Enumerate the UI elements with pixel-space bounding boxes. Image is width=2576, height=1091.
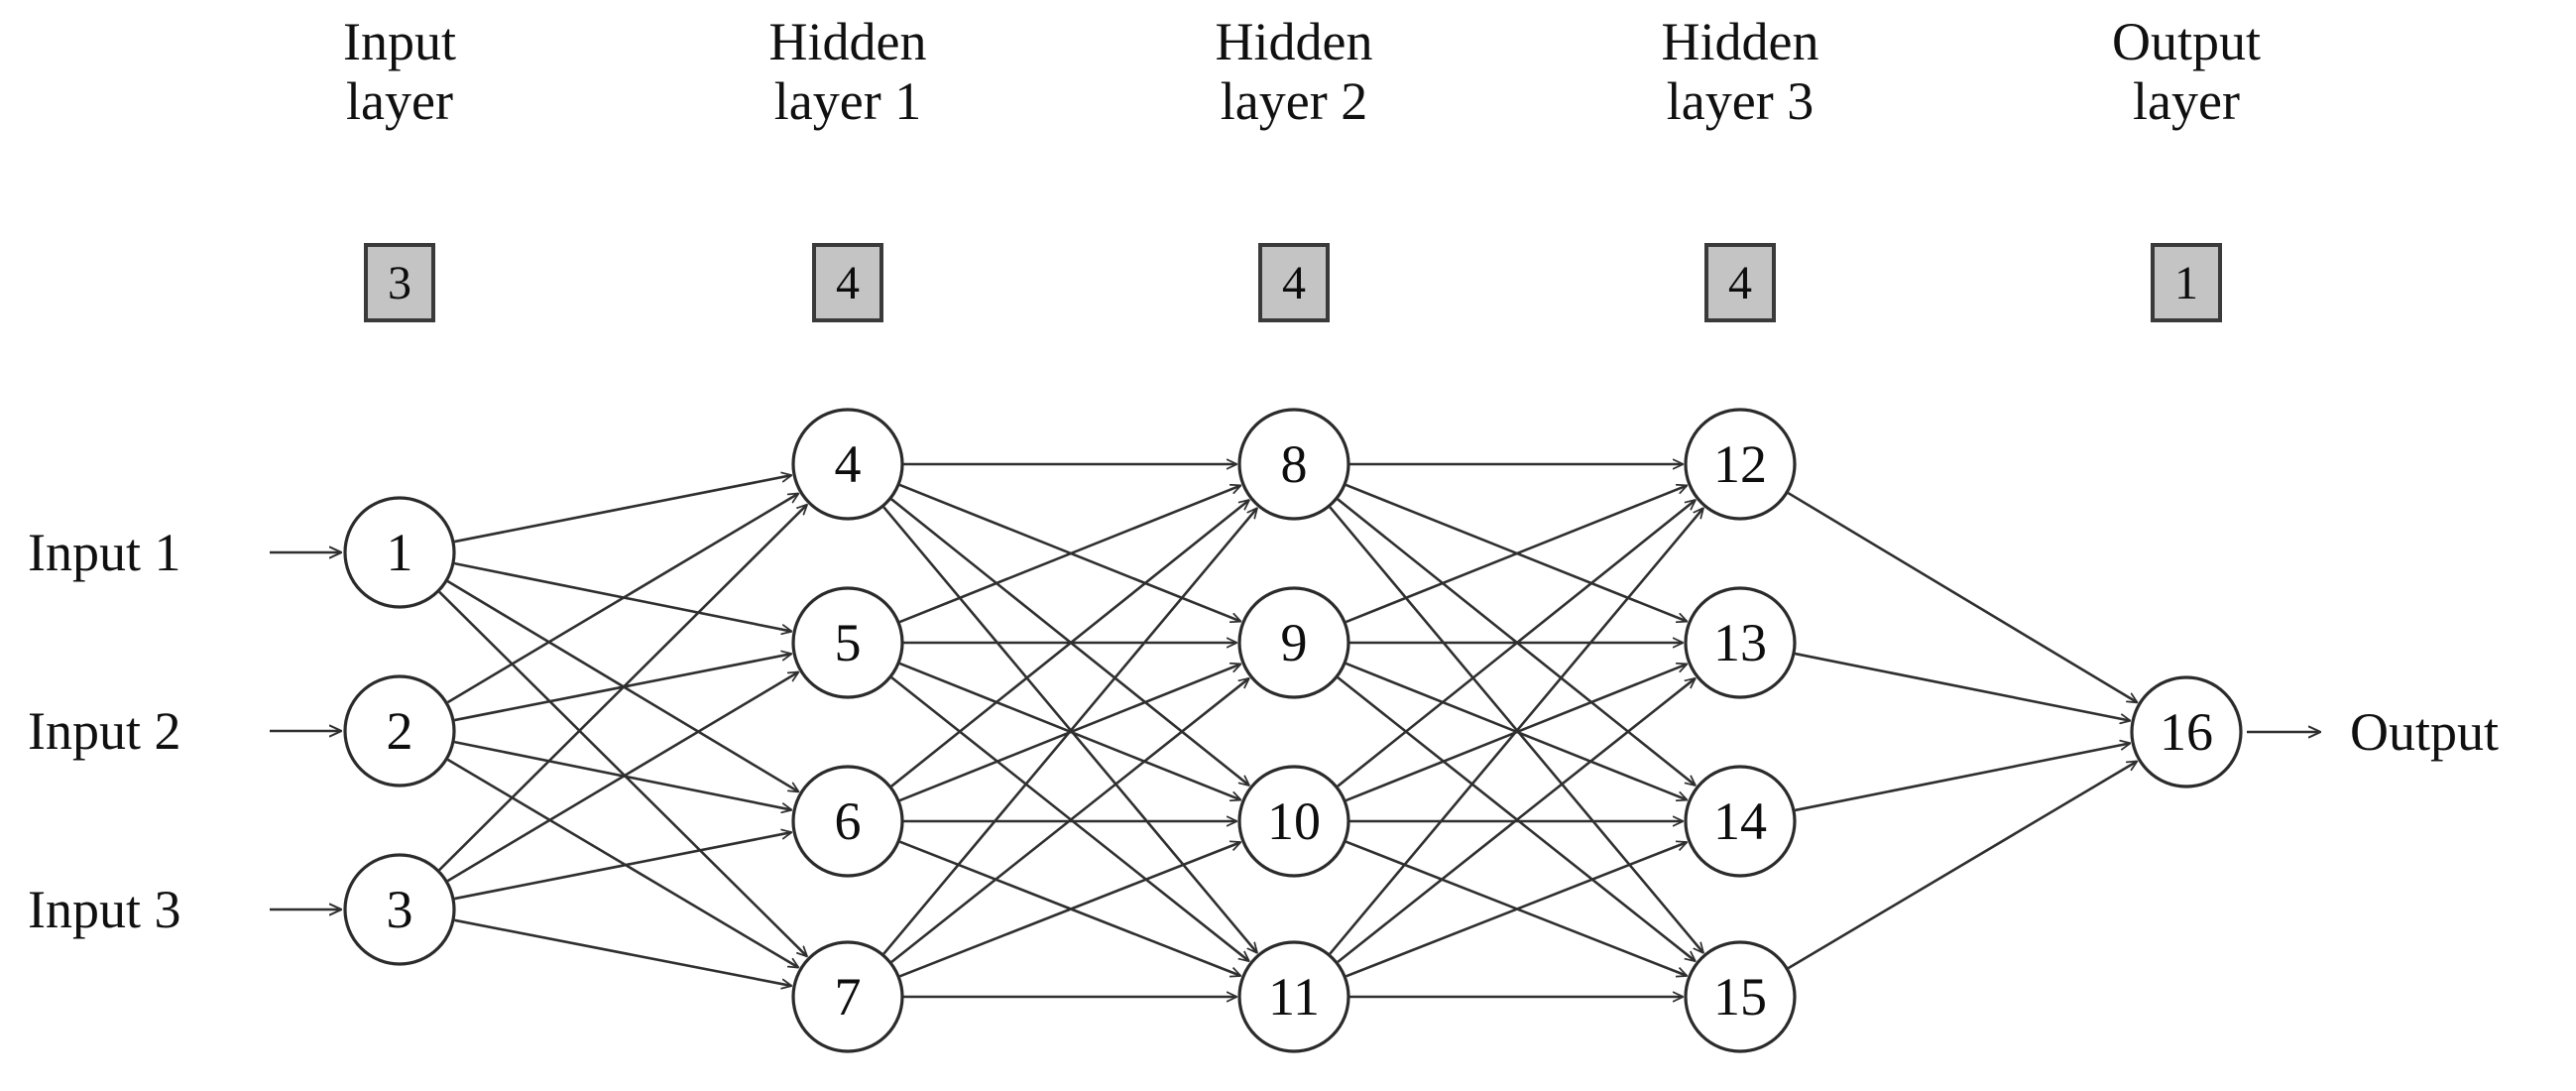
edge-1-4 xyxy=(454,475,791,544)
neuron-node-15[interactable]: 15 xyxy=(1684,940,1797,1053)
neuron-circle-6 xyxy=(791,765,904,878)
edge-2-7 xyxy=(446,758,799,968)
neuron-node-9[interactable]: 9 xyxy=(1237,586,1350,699)
neuron-circle-1 xyxy=(343,496,456,609)
neuron-node-7[interactable]: 7 xyxy=(791,940,904,1053)
io-arrow-group xyxy=(270,552,2320,909)
layer-header-line2-hidden1: layer 1 xyxy=(773,71,922,131)
neuron-circle-7 xyxy=(791,940,904,1053)
edge-14-16 xyxy=(1795,743,2130,812)
neuron-node-5[interactable]: 5 xyxy=(791,586,904,699)
neuron-circle-15 xyxy=(1684,940,1797,1053)
neuron-circle-3 xyxy=(343,853,456,966)
layer-header-line1-hidden3: Hidden xyxy=(1661,12,1819,71)
edge-7-9 xyxy=(890,678,1248,963)
edge-3-4 xyxy=(438,505,807,872)
layer-count-badge-hidden1: 4 xyxy=(812,243,883,322)
edge-7-10 xyxy=(899,842,1240,978)
layer-header-line1-input: Input xyxy=(343,12,456,71)
neuron-label-16: 16 xyxy=(2160,702,2213,762)
layer-header-line1-hidden1: Hidden xyxy=(768,12,927,71)
neuron-node-4[interactable]: 4 xyxy=(791,408,904,521)
neuron-node-6[interactable]: 6 xyxy=(791,765,904,878)
neuron-label-8: 8 xyxy=(1281,434,1308,494)
edge-5-8 xyxy=(898,486,1240,624)
layer-count-badge-hidden2: 4 xyxy=(1258,243,1330,322)
layer-count-badge-input: 3 xyxy=(364,243,435,322)
neuron-node-13[interactable]: 13 xyxy=(1684,586,1797,699)
edge-group xyxy=(438,464,2138,997)
neuron-label-5: 5 xyxy=(835,613,862,672)
neuron-label-7: 7 xyxy=(835,967,862,1027)
input-label-1: Input 1 xyxy=(28,523,181,582)
neuron-node-2[interactable]: 2 xyxy=(343,674,456,788)
neuron-node-8[interactable]: 8 xyxy=(1237,408,1350,521)
neuron-label-1: 1 xyxy=(387,523,413,582)
neuron-node-1[interactable]: 1 xyxy=(343,496,456,609)
neuron-label-15: 15 xyxy=(1713,967,1767,1027)
edge-7-8 xyxy=(882,508,1256,955)
neuron-label-12: 12 xyxy=(1713,434,1767,494)
edge-15-16 xyxy=(1787,762,2138,970)
edge-3-6 xyxy=(454,832,791,901)
neuron-circle-10 xyxy=(1237,765,1350,878)
neuron-node-10[interactable]: 10 xyxy=(1237,765,1350,878)
neuron-circle-9 xyxy=(1237,586,1350,699)
output-label-1: Output xyxy=(2350,702,2500,762)
edge-1-7 xyxy=(438,590,807,956)
layer-header-line1-hidden2: Hidden xyxy=(1215,12,1373,71)
neuron-label-2: 2 xyxy=(387,701,413,761)
layer-count-badge-output: 1 xyxy=(2151,243,2222,322)
edge-11-12 xyxy=(1329,508,1702,955)
layer-count-badge-hidden3: 4 xyxy=(1704,243,1776,322)
neuron-label-9: 9 xyxy=(1281,613,1308,672)
neuron-circle-13 xyxy=(1684,586,1797,699)
layer-header-line2-hidden2: layer 2 xyxy=(1220,71,1368,131)
neuron-node-11[interactable]: 11 xyxy=(1237,940,1350,1053)
edge-13-16 xyxy=(1795,652,2130,721)
neuron-circle-12 xyxy=(1684,408,1797,521)
neuron-circle-4 xyxy=(791,408,904,521)
neuron-label-4: 4 xyxy=(835,434,862,494)
neuron-circle-8 xyxy=(1237,408,1350,521)
neuron-node-16[interactable]: 16 xyxy=(2130,675,2243,788)
neuron-label-3: 3 xyxy=(387,880,413,939)
edge-2-4 xyxy=(446,494,799,704)
edge-9-12 xyxy=(1345,486,1687,624)
layer-header-line2-hidden3: layer 3 xyxy=(1666,71,1815,131)
neuron-circle-2 xyxy=(343,674,456,788)
edge-11-14 xyxy=(1346,842,1687,978)
neuron-circle-14 xyxy=(1684,765,1797,878)
neuron-circle-11 xyxy=(1237,940,1350,1053)
input-label-2: Input 2 xyxy=(28,701,181,761)
neuron-label-10: 10 xyxy=(1267,791,1321,851)
neuron-node-14[interactable]: 14 xyxy=(1684,765,1797,878)
neuron-circle-16 xyxy=(2130,675,2243,788)
edge-3-7 xyxy=(454,918,791,986)
neuron-circle-5 xyxy=(791,586,904,699)
edge-12-16 xyxy=(1787,491,2137,702)
neuron-label-13: 13 xyxy=(1713,613,1767,672)
neuron-node-3[interactable]: 3 xyxy=(343,853,456,966)
input-label-3: Input 3 xyxy=(28,880,181,939)
neuron-label-6: 6 xyxy=(835,791,862,851)
layer-header-line1-output: Output xyxy=(2111,12,2261,71)
edge-6-8 xyxy=(890,500,1249,788)
edge-3-5 xyxy=(446,672,799,883)
neuron-label-14: 14 xyxy=(1713,791,1767,851)
layer-header-line2-output: layer xyxy=(2133,71,2240,131)
edge-10-12 xyxy=(1337,500,1696,788)
neuron-node-12[interactable]: 12 xyxy=(1684,408,1797,521)
neuron-label-11: 11 xyxy=(1268,967,1320,1027)
edge-11-13 xyxy=(1337,678,1695,963)
layer-header-line2-input: layer xyxy=(346,71,453,131)
